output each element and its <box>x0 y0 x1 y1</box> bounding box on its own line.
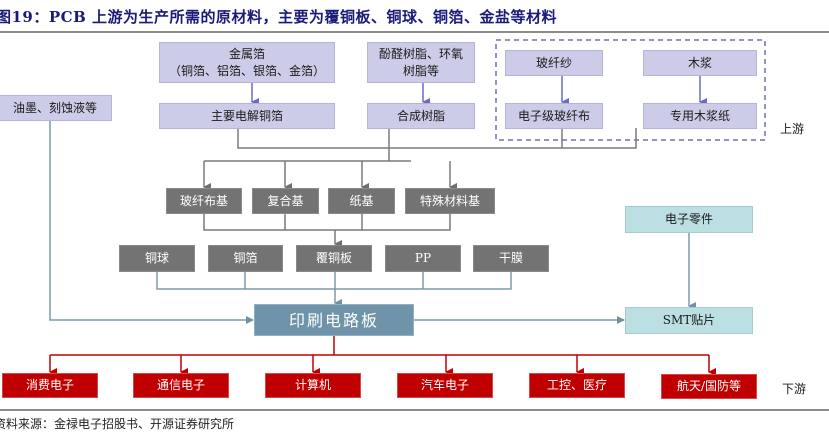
ink-etchant-box: 油墨、刻蚀液等 <box>0 95 112 121</box>
electronic-components-box: 电子零件 <box>625 206 753 233</box>
substrate-box: 复合基 <box>252 188 319 214</box>
material-box: PP <box>385 245 461 272</box>
application-box: 工控、医疗 <box>529 373 625 398</box>
glass-yarn-box: 玻纤纱 <box>505 50 603 76</box>
pulp-paper-box: 专用木浆纸 <box>643 103 757 129</box>
electrolytic-copper-foil-box: 主要电解铜箔 <box>159 103 335 129</box>
material-box: 铜球 <box>119 245 195 272</box>
substrate-bus <box>203 214 451 231</box>
smt-box: SMT贴片 <box>625 307 753 334</box>
application-box: 计算机 <box>265 373 361 398</box>
title-divider <box>0 31 829 33</box>
upstream-label: 上游 <box>780 122 805 136</box>
glass-pulp-group-border <box>495 39 766 141</box>
application-box: 消费电子 <box>2 373 98 398</box>
wood-pulp-box: 木浆 <box>643 50 757 76</box>
upstream-bus <box>204 128 637 162</box>
material-box: 铜箔 <box>208 245 283 272</box>
resin-raw-box: 酚醛树脂、环氧 树脂等 <box>367 42 475 83</box>
application-box: 通信电子 <box>133 373 229 398</box>
substrate-box: 纸基 <box>328 188 395 214</box>
application-box: 汽车电子 <box>397 373 493 398</box>
downstream-bus <box>50 336 709 356</box>
downstream-label: 下游 <box>782 382 807 396</box>
synthetic-resin-box: 合成树脂 <box>367 103 475 129</box>
glass-cloth-box: 电子级玻纤布 <box>505 103 603 129</box>
materials-bus <box>156 272 512 290</box>
substrate-box: 玻纤布基 <box>166 188 242 214</box>
pcb-box: 印刷电路板 <box>254 304 414 336</box>
footer-divider <box>0 409 829 411</box>
application-box: 航天/国防等 <box>661 374 757 399</box>
ink-line <box>49 121 254 324</box>
source-note: 资料来源：金禄电子招股书、开源证券研究所 <box>0 417 235 431</box>
substrate-box: 特殊材料基 <box>405 188 495 214</box>
metal-foil-box: 金属箔 （铜箔、铝箔、银箔、金箔） <box>159 42 335 83</box>
figure-title: 图19：PCB 上游为生产所需的原材料，主要为覆铜板、铜球、铜箔、金盐等材料 <box>0 8 557 26</box>
material-box: 覆铜板 <box>296 245 372 272</box>
material-box: 干膜 <box>473 245 549 272</box>
